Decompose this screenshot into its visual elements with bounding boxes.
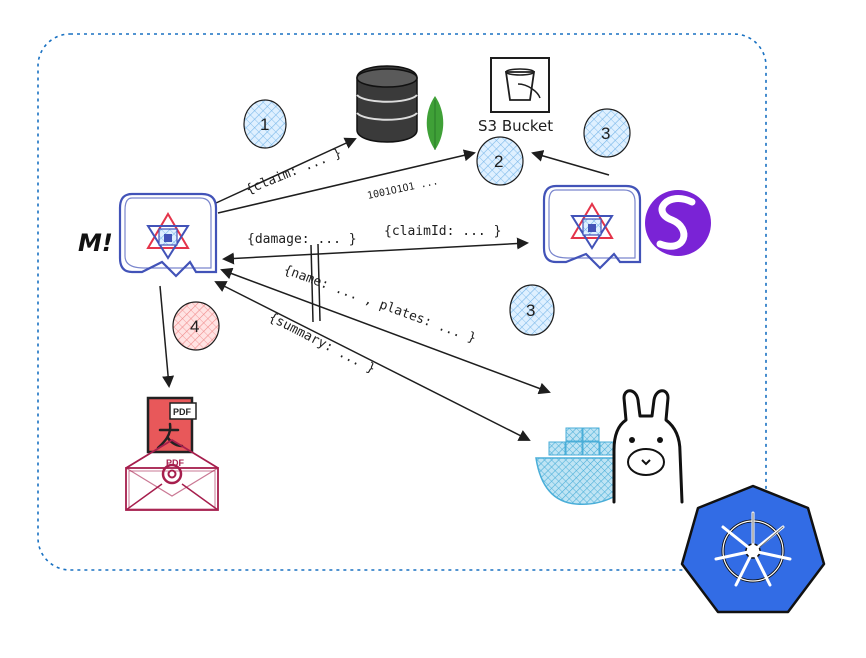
step-4: 4 [172, 301, 220, 351]
edge-binary-to-s3 [217, 149, 476, 214]
svg-text:3: 3 [526, 301, 535, 320]
edge-label-claim: {claim: ... } [244, 146, 344, 198]
step-2: 2 [476, 136, 524, 186]
edge-summary [214, 281, 531, 441]
step-3-llm: 3 [509, 284, 555, 336]
quarkus-icon [118, 192, 218, 278]
svg-text:2: 2 [494, 152, 503, 171]
solace-icon [645, 190, 711, 256]
svg-text:3: 3 [601, 124, 610, 143]
edge-claim-damage [222, 237, 529, 265]
s3-bucket-icon [490, 57, 550, 113]
svg-text:1: 1 [260, 115, 269, 134]
edge-label-binary: 1001O1O1 ... [366, 176, 439, 202]
mongodb-leaf-icon [426, 96, 444, 150]
database-icon [356, 65, 418, 143]
email-icon: PDF [125, 438, 219, 511]
step-1: 1 [243, 99, 287, 149]
quarkus-icon-secondary [542, 184, 642, 270]
svg-text:PDF: PDF [166, 458, 185, 468]
step-3-s3: 3 [583, 108, 631, 158]
edge-label-summary: {summary: ... } [266, 310, 377, 377]
edge-claim-to-db [215, 137, 357, 204]
sync-bar-2 [317, 243, 321, 322]
edge-label-damage: {damage: ... } [247, 232, 357, 247]
edge-name-plates [220, 267, 551, 395]
pdf-icon: PDF [146, 396, 197, 454]
kubernetes-icon [680, 484, 826, 614]
llama-icon [612, 389, 684, 504]
edges [159, 137, 610, 441]
s3-bucket-label: S3 Bucket [478, 117, 553, 135]
sync-bar-1 [310, 244, 314, 323]
edge-label-claim-id: {claimId: ... } [384, 224, 501, 239]
cluster-boundary [37, 33, 767, 571]
edge-s3-return [531, 150, 610, 176]
quarkus-logo-text: M! [78, 229, 113, 257]
svg-text:PDF: PDF [173, 407, 192, 417]
edge-to-pdf [159, 285, 175, 388]
svg-text:4: 4 [190, 317, 199, 336]
